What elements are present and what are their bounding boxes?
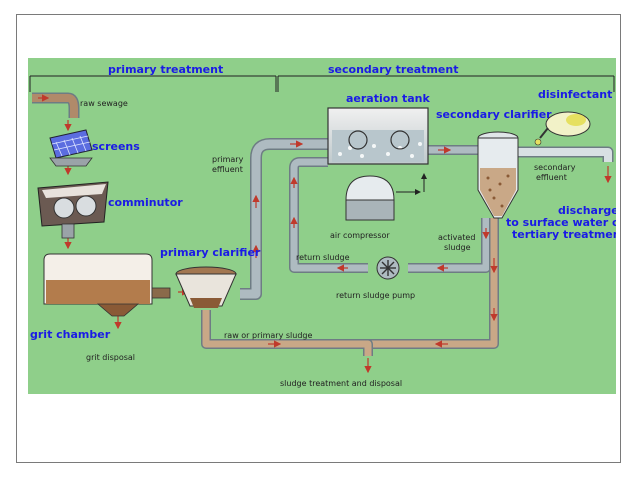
grit-chamber-label: grit chamber — [30, 328, 111, 341]
discharge-label-1: discharge — [558, 204, 616, 217]
discharge-label-3: tertiary treatment — [512, 228, 616, 241]
return-sludge-pump-label: return sludge pump — [336, 291, 415, 300]
secondary-treatment-label: secondary treatment — [328, 63, 458, 76]
primary-clarifier-unit — [175, 266, 237, 308]
diagram-background — [28, 58, 616, 394]
flow-arrows — [38, 94, 612, 374]
secondary-treatment-bracket — [277, 75, 615, 92]
aeration-tank-unit — [327, 107, 429, 165]
screens-unit — [49, 129, 93, 167]
grit-disposal-label: grit disposal — [86, 353, 135, 362]
secondary-effluent-label-2: effluent — [536, 173, 567, 182]
secondary-clarifier-unit — [477, 131, 519, 219]
grit-chamber-unit — [43, 253, 171, 317]
diagram-svg: primary treatment secondary treatment — [28, 58, 626, 394]
screens-label: screens — [92, 140, 140, 153]
raw-primary-sludge-label: raw or primary sludge — [224, 331, 312, 340]
air-compressor-unit — [345, 173, 427, 221]
return-sludge-label: return sludge — [296, 253, 350, 262]
secondary-clarifier-label: secondary clarifier — [436, 108, 552, 121]
return-sludge-pump-unit — [376, 256, 400, 280]
primary-effluent-label-2: effluent — [212, 165, 243, 174]
primary-effluent-label-1: primary — [212, 155, 244, 164]
comminutor-label: comminutor — [108, 196, 183, 209]
disinfectant-unit — [534, 111, 591, 146]
discharge-label-2: to surface water or — [506, 216, 616, 229]
primary-treatment-bracket — [29, 75, 277, 92]
comminutor-unit — [37, 181, 109, 239]
raw-sewage-label: raw sewage — [80, 99, 128, 108]
wastewater-diagram: primary treatment secondary treatment — [28, 58, 626, 394]
aeration-tank-label: aeration tank — [346, 92, 430, 105]
disinfectant-label: disinfectant — [538, 88, 612, 101]
secondary-effluent-label-1: secondary — [534, 163, 576, 172]
primary-treatment-label: primary treatment — [108, 63, 223, 76]
activated-sludge-label-1: activated — [438, 233, 475, 242]
primary-clarifier-label: primary clarifier — [160, 246, 261, 259]
sludge-treatment-label: sludge treatment and disposal — [280, 379, 402, 388]
air-compressor-label: air compressor — [330, 231, 390, 240]
activated-sludge-label-2: sludge — [444, 243, 471, 252]
